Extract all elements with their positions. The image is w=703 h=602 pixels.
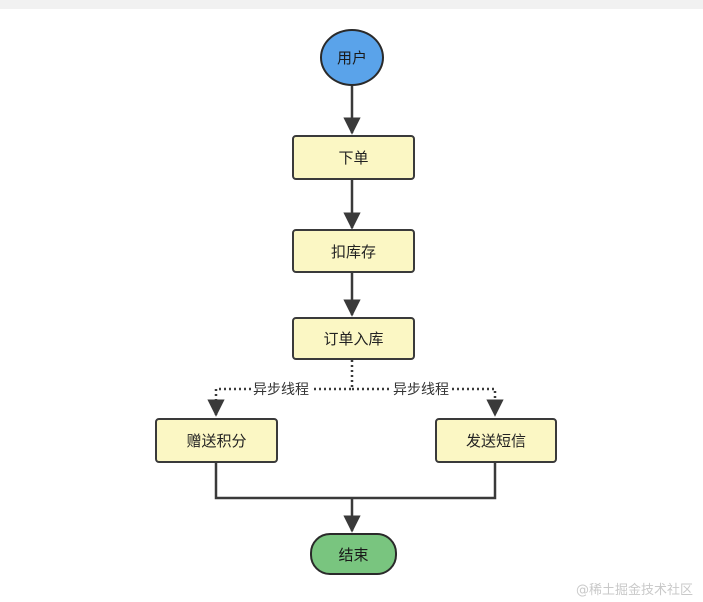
node-gift-points: 赠送积分: [155, 418, 278, 463]
edge-label-async-right: 异步线程: [391, 381, 451, 399]
node-gift-points-label: 赠送积分: [186, 432, 247, 450]
edge-sms-to-join: [352, 463, 497, 500]
edge-points-to-join: [214, 463, 352, 500]
edge-async-right: [352, 387, 504, 417]
node-place-order: 下单: [292, 135, 415, 180]
node-send-sms: 发送短信: [435, 418, 557, 463]
watermark: @稀土掘金技术社区: [575, 583, 693, 598]
edge-label-async-left: 异步线程: [251, 381, 311, 399]
node-order-save-label: 订单入库: [323, 330, 384, 348]
node-send-sms-label: 发送短信: [465, 432, 526, 450]
node-end: 结束: [310, 533, 397, 575]
node-place-order-label: 下单: [338, 149, 369, 167]
node-user-label: 用户: [336, 49, 367, 67]
node-end-label: 结束: [338, 545, 369, 564]
node-user: 用户: [320, 29, 384, 86]
node-deduct-stock: 扣库存: [292, 229, 415, 273]
node-deduct-stock-label: 扣库存: [330, 242, 376, 261]
node-order-save: 订单入库: [292, 317, 415, 360]
top-bar: [0, 0, 703, 9]
